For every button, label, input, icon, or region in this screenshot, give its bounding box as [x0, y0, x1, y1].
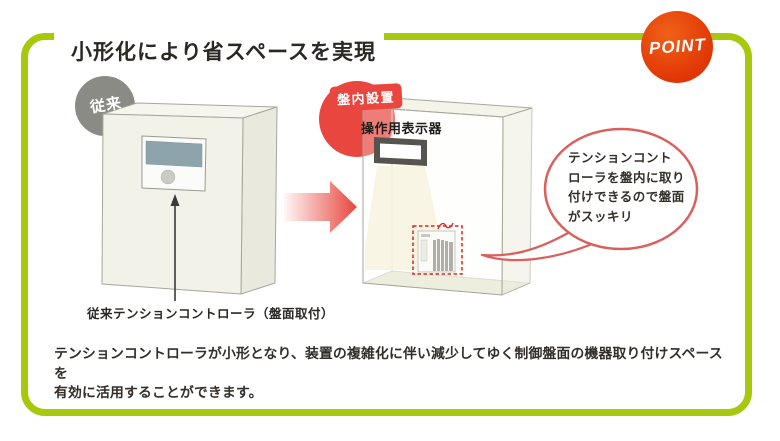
inpanel-cabinet-front-outline	[362, 106, 504, 296]
conventional-cabinet-side	[240, 106, 278, 295]
operation-display-label: 操作用表示器	[361, 121, 443, 136]
up-arrow-head	[170, 194, 180, 206]
operation-display-window	[380, 143, 421, 160]
tension-controller-fins	[433, 239, 453, 271]
speech-bubble-tail	[480, 227, 601, 262]
panel-controller-knob	[160, 169, 176, 185]
title-underlay	[54, 28, 384, 48]
speech-bubble-text: テンションコント ローラを盤内に取り 付けできるので盤面 がスッキリ	[568, 151, 686, 224]
conventional-caption: 従来テンションコントローラ（盤面取付）	[87, 307, 335, 321]
point-badge: POINT	[641, 11, 713, 83]
footer-description: テンションコントローラが小形となり、装置の複雑化に伴い減少してゆく制御盤面の機器…	[54, 346, 723, 400]
point-badge-label: POINT	[647, 35, 707, 58]
speech-bubble	[543, 127, 699, 251]
inpanel-badge-label: 盤内設置	[329, 83, 403, 112]
tension-controller-detail	[421, 234, 430, 237]
page-title: 小形化により省スペースを実現	[71, 41, 377, 65]
transition-arrow	[284, 181, 357, 233]
highlight-dashed-box	[412, 225, 463, 275]
tension-controller-module	[420, 239, 428, 262]
panel-controller-screen	[145, 140, 203, 168]
inpanel-cabinet-side	[501, 107, 533, 296]
frame-border	[21, 33, 752, 416]
